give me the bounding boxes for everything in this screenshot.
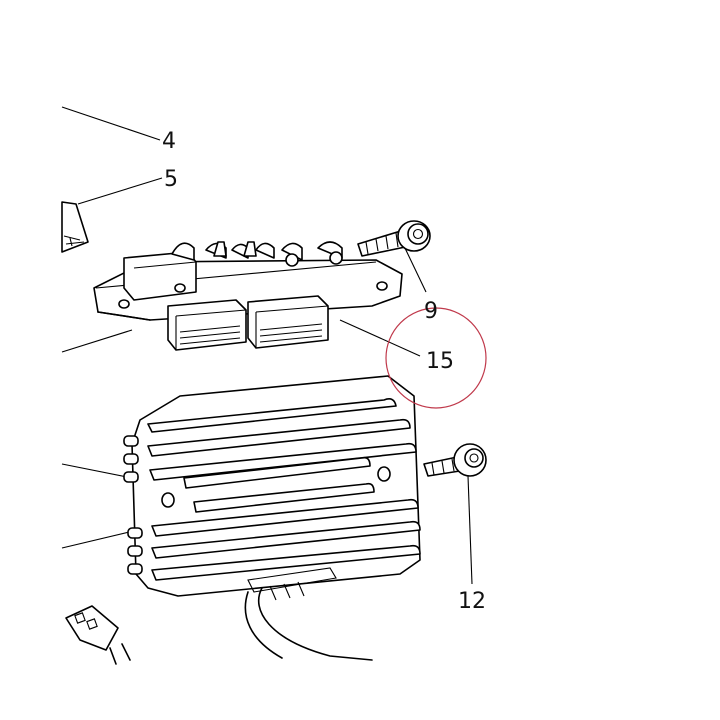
leader-line-15 <box>339 319 421 357</box>
bolt-9 <box>357 220 431 257</box>
plug-connector <box>65 605 131 665</box>
highlight-circle <box>385 307 487 409</box>
part-5-bracket <box>61 201 89 253</box>
bolt-12 <box>423 443 487 477</box>
callout-9: 9 <box>424 299 438 324</box>
leader-line-12 <box>467 475 473 585</box>
leader-line-left-c <box>61 529 139 549</box>
mount-hole-left <box>161 492 175 508</box>
leader-line-9 <box>403 245 427 293</box>
connector-block-left <box>167 299 247 351</box>
regulator-wires <box>244 567 373 661</box>
callout-5: 5 <box>164 167 178 192</box>
leader-line-left-b <box>61 463 133 479</box>
callout-4: 4 <box>162 129 176 154</box>
leader-lines <box>61 106 473 585</box>
callout-15: 15 <box>426 349 454 374</box>
leader-line-5 <box>77 177 163 205</box>
regulator-heatsink <box>123 375 421 661</box>
callout-12: 12 <box>458 589 486 614</box>
bracket-tabs <box>171 241 343 261</box>
part-15-connector-bracket <box>93 241 403 351</box>
leader-line-4 <box>61 106 161 141</box>
heatsink-side-ribs <box>123 435 143 575</box>
leader-line-left-a <box>61 329 133 353</box>
heatsink-fins <box>147 398 421 581</box>
connector-block-right <box>247 295 329 349</box>
mount-hole-right <box>377 466 391 482</box>
